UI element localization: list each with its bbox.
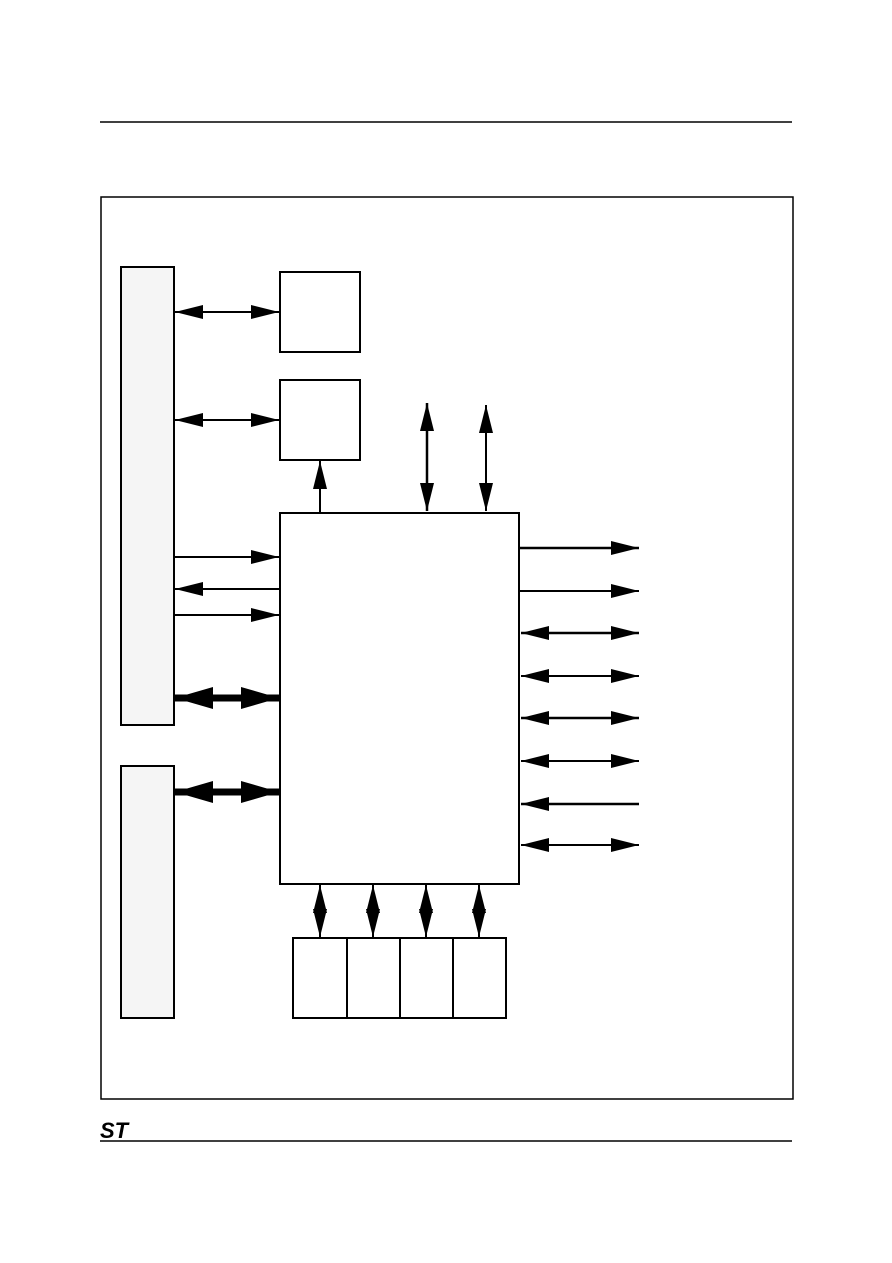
st-logo: ST: [100, 1118, 130, 1143]
bottom-block-4: [452, 937, 507, 1019]
left-bus-panel-lower: [120, 765, 175, 1019]
st-logo-text: ST: [100, 1118, 130, 1143]
bottom-block-1: [292, 937, 348, 1019]
figure-frame: [100, 196, 794, 1100]
top-block-2: [279, 379, 361, 461]
bottom-block-2: [346, 937, 401, 1019]
bottom-block-3: [399, 937, 454, 1019]
central-block: [279, 512, 520, 885]
left-bus-panel-upper: [120, 266, 175, 726]
top-block-1: [279, 271, 361, 353]
